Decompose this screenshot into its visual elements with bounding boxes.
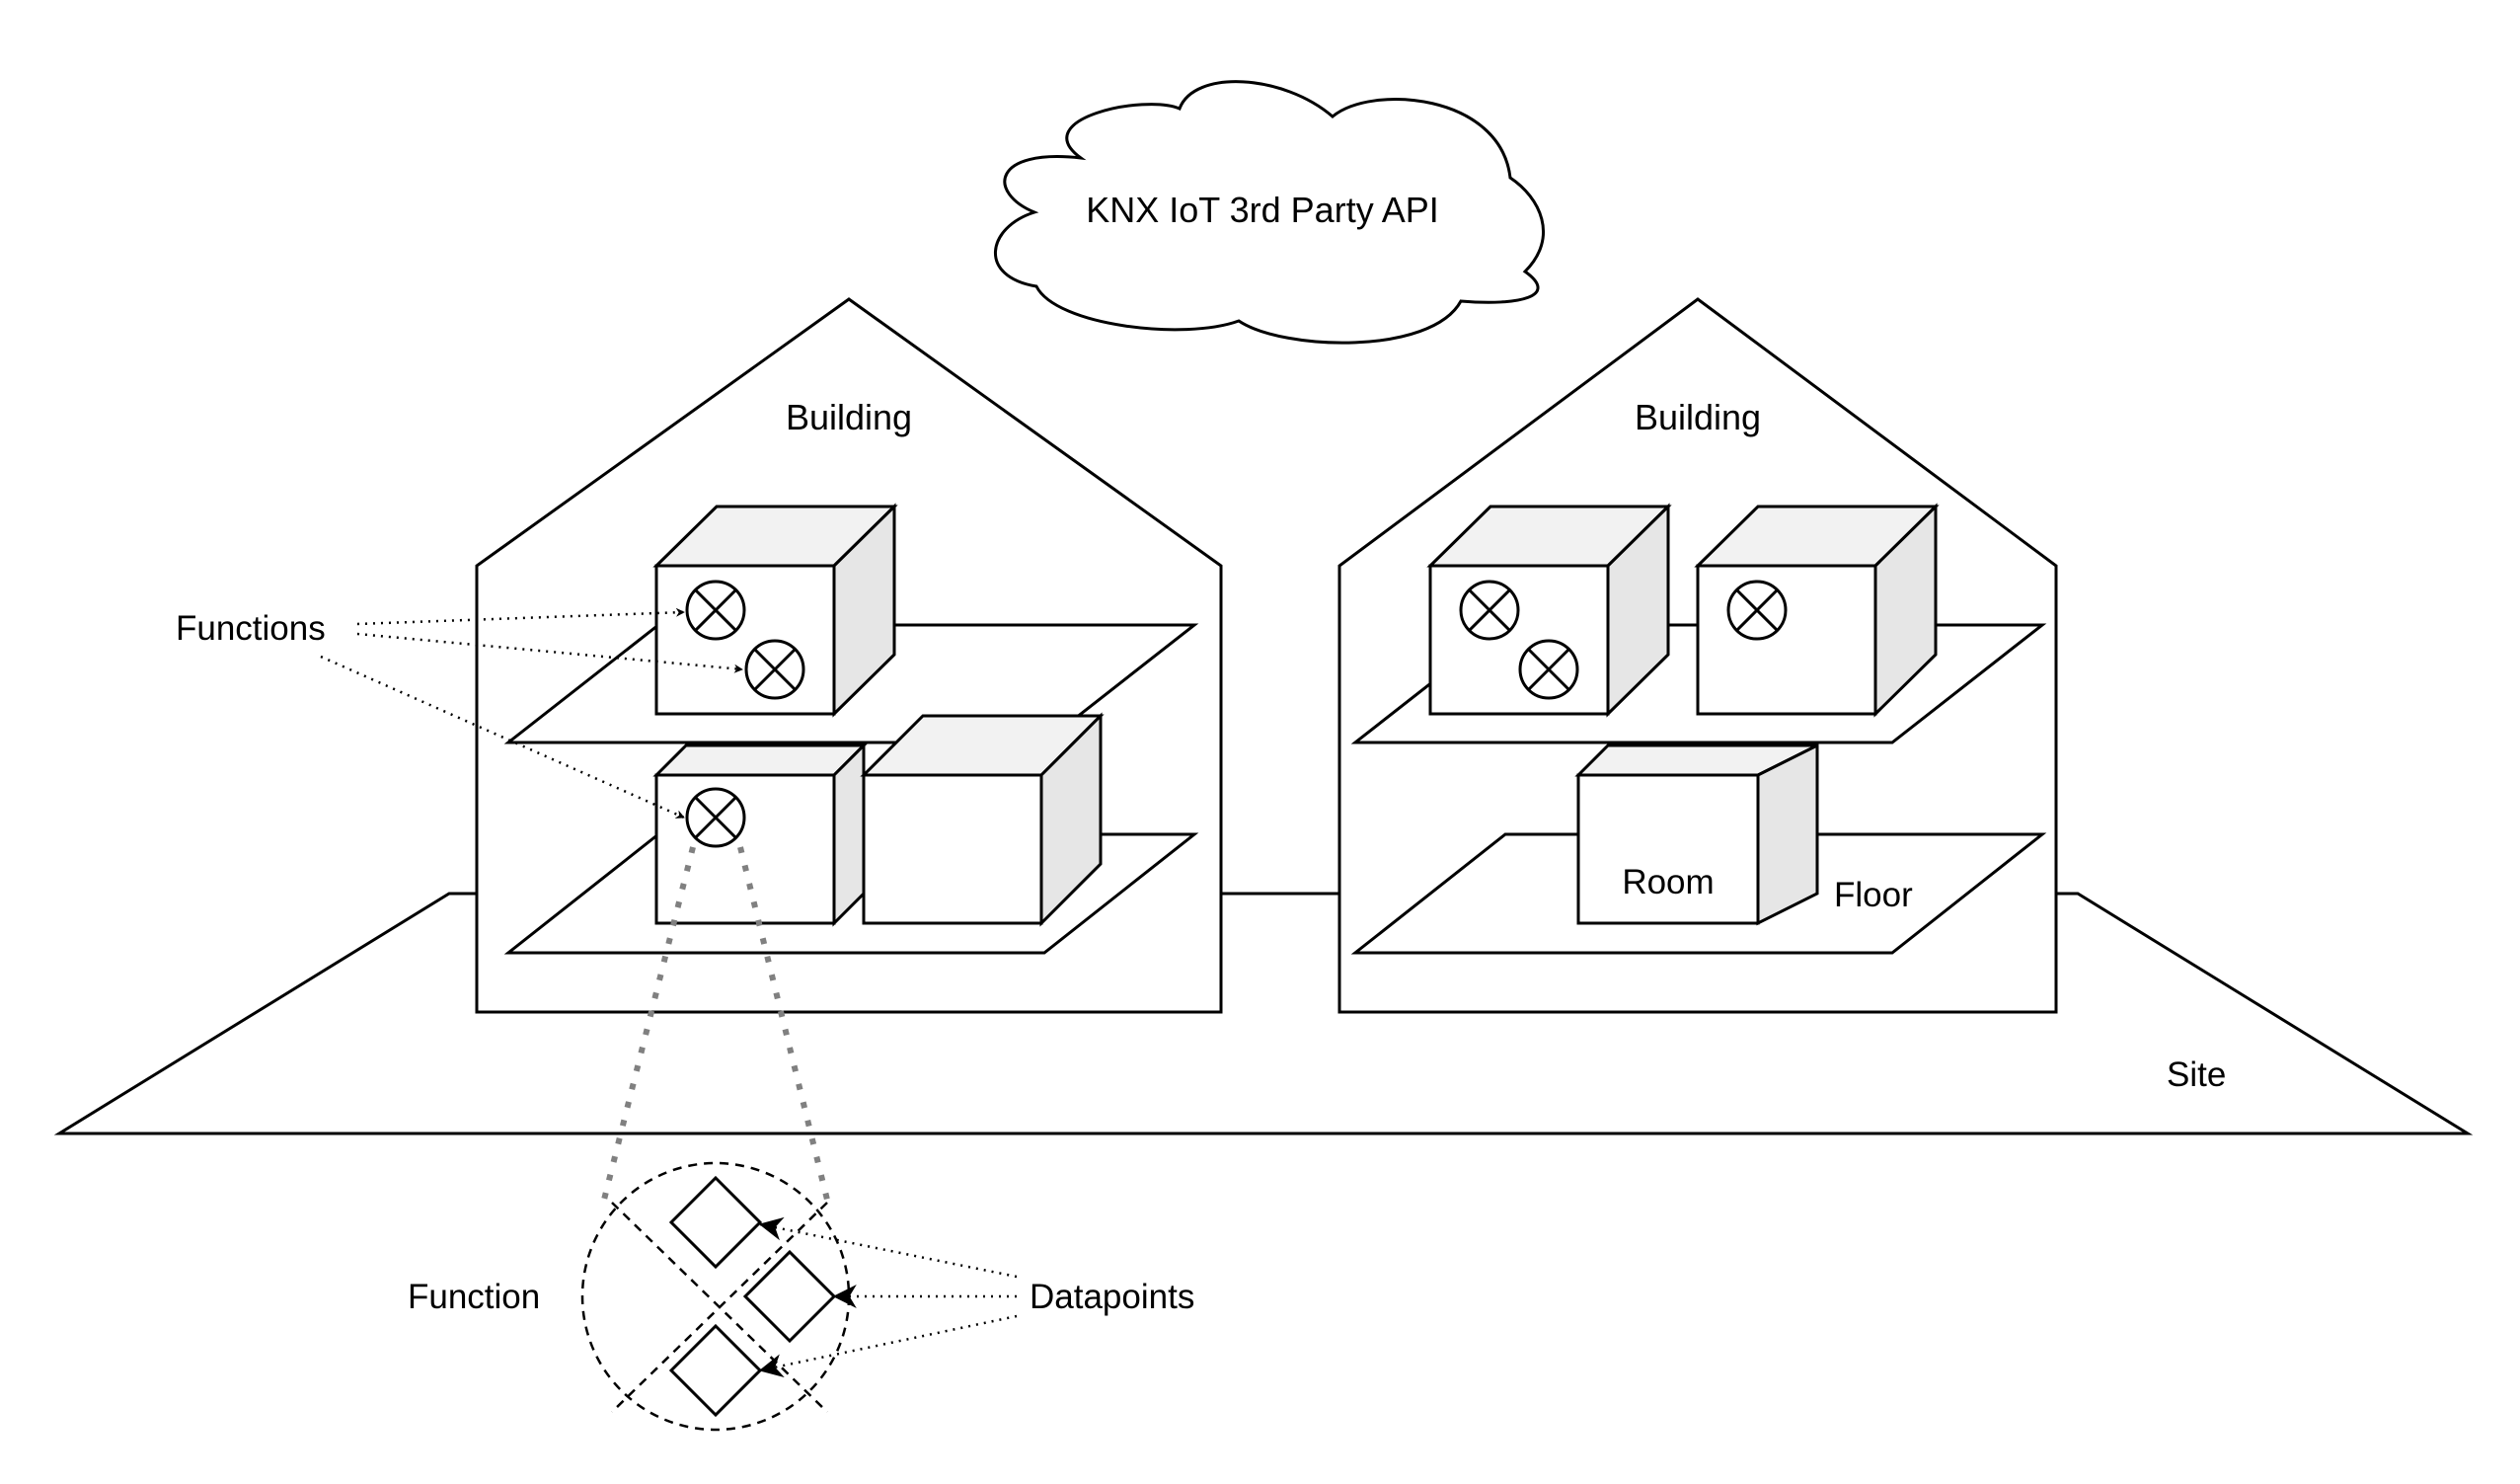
function-icon — [1726, 580, 1788, 641]
building-right: Building Floor — [1337, 297, 2058, 1014]
site: Site — [53, 892, 2474, 1135]
room-lower-left-1 — [652, 742, 868, 927]
room-label: Room — [1622, 863, 1714, 901]
datapoints-annotation: Datapoints — [758, 1216, 1194, 1378]
functions-annotation: Functions — [176, 607, 743, 820]
functions-label: Functions — [176, 609, 326, 648]
datapoint-icon — [742, 1249, 837, 1344]
room-upper-right-2 — [1694, 503, 1940, 718]
room-lower-left-2 — [860, 712, 1105, 927]
function-label: Function — [408, 1278, 540, 1316]
function-icon — [685, 580, 746, 641]
room-upper-right-1 — [1426, 503, 1672, 718]
datapoint-icon — [668, 1175, 763, 1270]
room-lower-right: Room — [1574, 742, 1819, 926]
cloud-label: KNX IoT 3rd Party API — [1086, 190, 1439, 230]
zoom-line-right — [737, 846, 830, 1201]
room-upper-left — [652, 503, 898, 718]
function-icon — [1459, 580, 1520, 641]
building-left-label: Building — [786, 397, 912, 437]
building-left: Building — [475, 297, 1223, 1014]
datapoints-label: Datapoints — [1030, 1278, 1194, 1316]
function-icon — [685, 787, 746, 848]
site-label: Site — [2167, 1055, 2226, 1094]
floor-label: Floor — [1834, 876, 1913, 914]
function-icon — [744, 639, 805, 700]
function-icon — [1518, 639, 1579, 700]
function-detail: Function — [408, 1161, 851, 1432]
building-right-label: Building — [1635, 397, 1761, 437]
datapoint-icon — [668, 1323, 763, 1418]
zoom-line-left — [601, 846, 696, 1201]
cloud: KNX IoT 3rd Party API — [994, 80, 1545, 345]
